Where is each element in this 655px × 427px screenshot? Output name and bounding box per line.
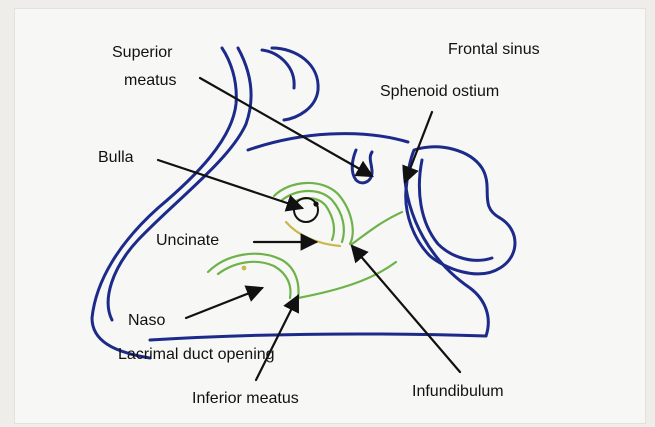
sphenoid-inner-outline (419, 160, 492, 260)
middle-turbinate-inner (290, 198, 334, 240)
superior-meatus-arrow (200, 78, 372, 176)
label-infundibulum: Infundibulum (412, 383, 504, 400)
bulla-circle (294, 198, 318, 222)
inferior-meatus-arrow (256, 296, 298, 380)
label-naso: Naso (128, 312, 165, 329)
label-bulla: Bulla (98, 149, 134, 166)
label-uncinate: Uncinate (156, 232, 219, 249)
roof-arc-outline (248, 134, 408, 150)
floor-outline (150, 334, 486, 340)
label-sphenoid-ostium: Sphenoid ostium (380, 83, 499, 100)
label-superior-meatus-line2: meatus (124, 72, 176, 89)
label-frontal-sinus: Frontal sinus (448, 41, 540, 58)
inferior-turbinate-inner (218, 262, 290, 298)
naso-arrow (186, 288, 262, 318)
yellow-marker-dot (242, 266, 247, 271)
infundibulum-line (352, 212, 402, 244)
label-superior-meatus-line1: Superior (112, 44, 173, 61)
top-cap-inner (262, 50, 294, 88)
bulla-dot (314, 202, 317, 205)
label-inferior-meatus: Inferior meatus (192, 390, 299, 407)
label-lacrimal-duct-opening: Lacrimal duct opening (118, 346, 275, 363)
